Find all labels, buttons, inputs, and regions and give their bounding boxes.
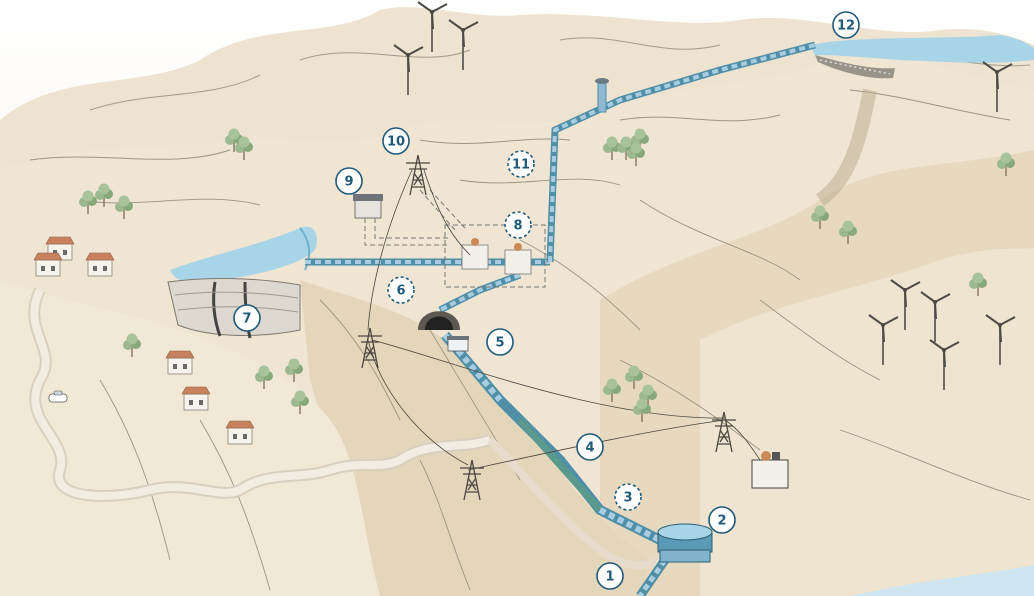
marker-5: 5 — [486, 328, 514, 356]
lower-reservoir — [170, 226, 317, 284]
house-icon — [165, 350, 195, 375]
marker-12: 12 — [832, 11, 860, 39]
house-icon — [33, 252, 63, 277]
marker-circle — [614, 483, 642, 511]
transformer-icon — [461, 238, 532, 275]
upper-reservoir — [810, 35, 1034, 79]
marker-label: 12 — [837, 19, 855, 34]
marker-label: 10 — [387, 135, 405, 150]
left-slope — [0, 280, 380, 596]
marker-3: 3 — [614, 483, 642, 511]
marker-label: 2 — [717, 514, 726, 529]
marker-circle — [387, 276, 415, 304]
car-icon — [48, 390, 68, 403]
valve-house-icon — [447, 336, 469, 352]
marker-10: 10 — [382, 127, 410, 155]
transformer-icon — [751, 451, 789, 489]
sea — [850, 565, 1034, 596]
terrain-sketch-lines — [79, 178, 1031, 591]
marker-circle — [507, 150, 535, 178]
marker-11: 11 — [507, 150, 535, 178]
marker-label: 5 — [495, 336, 504, 351]
marker-circle — [486, 328, 514, 356]
marker-label: 4 — [585, 441, 594, 456]
marker-circle — [335, 167, 363, 195]
marker-circle — [832, 11, 860, 39]
house-icon — [181, 386, 211, 411]
marker-1: 1 — [596, 562, 624, 590]
power-station-icon — [657, 523, 713, 563]
marker-label: 9 — [344, 175, 353, 190]
marker-9: 9 — [335, 167, 363, 195]
control-building-icon — [353, 194, 383, 219]
marker-6: 6 — [387, 276, 415, 304]
marker-label: 7 — [242, 312, 251, 327]
surge-tank-icon — [595, 78, 609, 113]
marker-circle — [504, 211, 532, 239]
marker-circle — [708, 506, 736, 534]
valley-road — [487, 437, 662, 570]
marker-circle — [596, 562, 624, 590]
marker-label: 3 — [623, 491, 632, 506]
marker-8: 8 — [504, 211, 532, 239]
marker-circle — [576, 433, 604, 461]
marker-7: 7 — [233, 304, 261, 332]
house-icon — [225, 420, 255, 445]
marker-label: 8 — [513, 219, 522, 234]
marker-circle — [382, 127, 410, 155]
right-plateau — [700, 248, 1034, 596]
substation-boundary — [444, 224, 546, 288]
marker-circle — [233, 304, 261, 332]
tunnel-icon — [418, 311, 460, 330]
marker-label: 6 — [396, 284, 405, 299]
house-icon — [85, 252, 115, 277]
marker-4: 4 — [576, 433, 604, 461]
marker-2: 2 — [708, 506, 736, 534]
marker-label: 11 — [512, 158, 530, 173]
marker-label: 1 — [605, 570, 614, 585]
